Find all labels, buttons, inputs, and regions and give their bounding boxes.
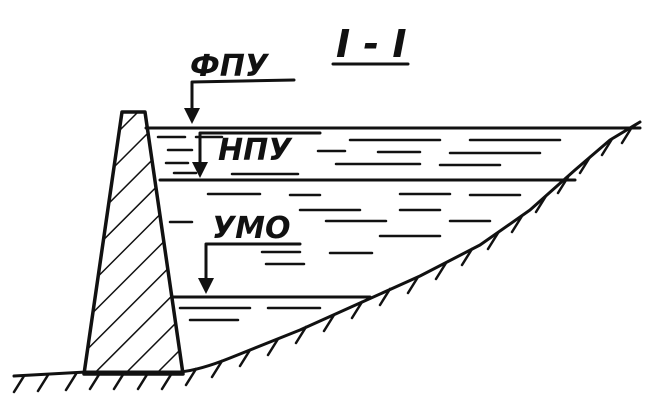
water-dashes-middle — [168, 192, 522, 266]
water-dashes-lower — [178, 306, 322, 322]
fpu-leader-line — [190, 78, 296, 122]
fpu-label: ФПУ — [190, 49, 270, 84]
npu-leader-line — [198, 131, 322, 174]
npu-arrow-icon — [192, 162, 208, 178]
water-dashes-upper — [156, 135, 562, 176]
section-title: I - I — [336, 22, 407, 66]
npu-label: НПУ — [218, 133, 293, 168]
umo-leader-line — [204, 242, 302, 290]
umo-arrow-icon — [198, 278, 214, 294]
dam-body — [82, 110, 185, 376]
fpu-arrow-icon — [184, 108, 200, 124]
umo-label: УМО — [212, 211, 291, 246]
